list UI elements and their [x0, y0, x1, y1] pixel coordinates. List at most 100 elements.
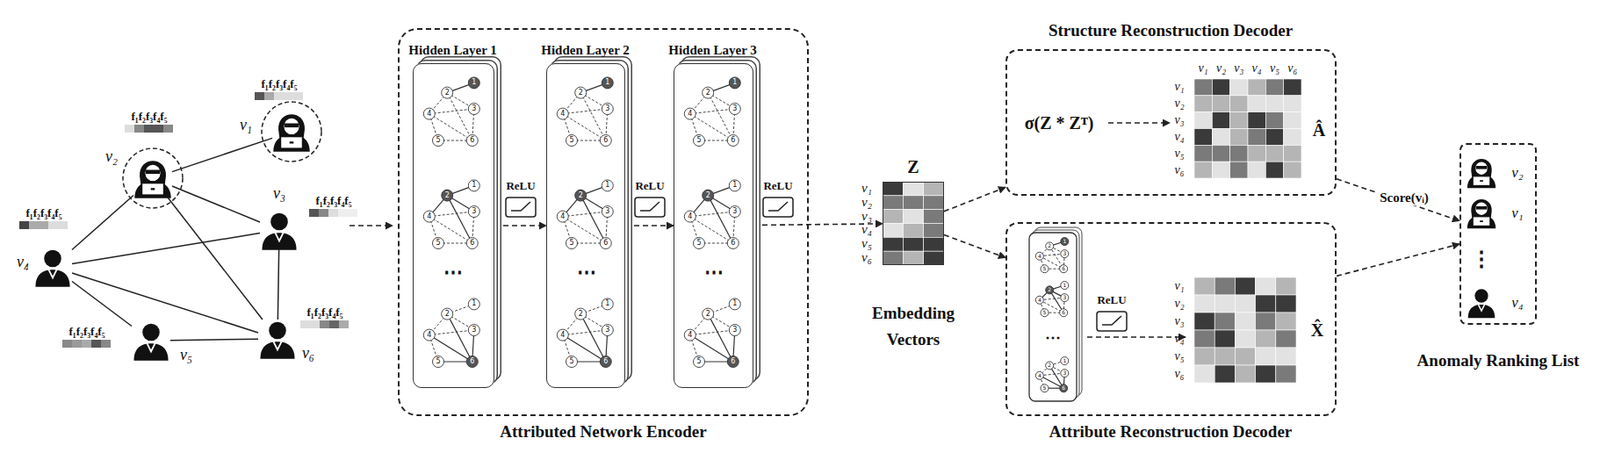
matrix-cell [1230, 112, 1248, 130]
mini-node-number: 1 [471, 181, 476, 190]
node-label: ReLU [1096, 294, 1126, 308]
mini-node-number: 3 [471, 104, 476, 113]
relu-frame [1096, 311, 1127, 332]
mini-edge [707, 195, 734, 244]
user-icon [133, 324, 168, 361]
mini-node [575, 308, 587, 320]
mini-edge [562, 108, 608, 115]
mini-node-number: 3 [605, 207, 610, 216]
face [283, 118, 299, 135]
matrix-cell [902, 237, 923, 252]
mini-node [468, 180, 480, 192]
mini-node-number: 3 [1062, 251, 1067, 258]
mini-node [432, 356, 445, 368]
head [43, 250, 62, 268]
person-node: f₁f₂f₃f₄f₅v₁ [272, 112, 311, 152]
feature-cell [124, 124, 135, 133]
feature-label: f₁f₂f₃f₄f₅ [315, 194, 352, 209]
node-label: v₁ [1511, 204, 1523, 223]
mini-node-number: 5 [569, 357, 574, 366]
relu-curve [1102, 316, 1122, 325]
matrix-cell [1194, 347, 1215, 366]
row-label: v₅ [1174, 146, 1184, 161]
mini-node-number: 5 [1043, 385, 1047, 392]
mini-node-number: 6 [1061, 309, 1066, 317]
laptop-logo [1479, 220, 1484, 223]
mini-node [1059, 309, 1068, 318]
mini-node-number: 1 [605, 300, 610, 309]
mini-node [1060, 237, 1069, 246]
matrix-cell [1194, 129, 1212, 146]
mini-node-number: 6 [603, 238, 608, 247]
feature-cell [309, 209, 319, 217]
matrix-cell [1234, 312, 1255, 331]
mini-edge [580, 314, 606, 362]
mini-node [727, 135, 739, 147]
mini-node-number: 1 [732, 300, 737, 309]
mini-node-number: 1 [605, 181, 610, 190]
mini-node-number: 4 [426, 331, 432, 339]
matrix-cell [1214, 312, 1235, 331]
matrix-cell [882, 181, 903, 196]
node-label: v₅ [180, 345, 193, 365]
row-label: v₂ [1174, 96, 1184, 111]
matrix-cell [1211, 112, 1230, 130]
dashed-arrow [1087, 336, 1186, 339]
formula: σ(Z * Zᵀ) [1024, 113, 1095, 134]
matrix-cell [1214, 365, 1235, 383]
body [35, 269, 70, 288]
matrix-cell [1255, 330, 1276, 348]
feature-cell [328, 209, 339, 217]
anomaly-ring [122, 148, 183, 209]
ranked-node: v₁ [1464, 196, 1499, 231]
row-label: v₁ [861, 180, 873, 196]
matrix-cell [1230, 79, 1248, 96]
mini-edge [690, 330, 736, 336]
relu-box: ReLU [503, 179, 539, 220]
mini-node [441, 308, 454, 320]
mini-node [423, 329, 435, 341]
row-label: v₃ [1174, 113, 1184, 128]
anomalous-user-icon [1467, 199, 1496, 229]
mini-edge [446, 195, 473, 244]
mini-node-number: 2 [706, 309, 711, 318]
mini-node [566, 237, 578, 250]
mini-node [468, 298, 480, 310]
mini-node-number: 4 [426, 212, 432, 221]
edge-label: Score(vᵢ) [1377, 190, 1431, 206]
person-node: f₁f₂f₃f₄f₅v₆ [258, 319, 297, 359]
feature-cell [144, 124, 154, 133]
feature-cell [38, 221, 49, 230]
person-node: f₁f₂f₃f₄f₅v₃ [259, 210, 299, 250]
relu-icon [634, 196, 666, 218]
mini-node-number: 4 [687, 212, 692, 221]
mini-node-number: 5 [696, 136, 701, 145]
feature-cell [347, 209, 358, 217]
mini-node-number: 2 [706, 88, 711, 97]
row-label: v₂ [861, 194, 873, 210]
feature-cell [62, 339, 73, 348]
relu-frame [634, 197, 665, 217]
row-label: v₄ [1174, 331, 1184, 346]
mini-node [556, 329, 569, 341]
column-label: v₆ [1287, 61, 1298, 76]
head [268, 322, 287, 340]
mini-node [1035, 295, 1044, 304]
matrix-cell [1265, 95, 1283, 113]
body [259, 341, 295, 360]
mini-node [1060, 294, 1069, 303]
matrix-cell [1247, 161, 1266, 179]
feature-cell [293, 92, 303, 101]
laptop-logo [151, 187, 156, 190]
mini-node [727, 356, 739, 368]
feature-cell [273, 92, 284, 101]
mini-node [728, 298, 741, 310]
node-label: Anomaly Ranking List [1417, 351, 1580, 371]
feature-cell [153, 124, 164, 133]
dashed-arrow [349, 224, 393, 227]
feature-label: f₁f₂f₃f₄f₅ [130, 110, 167, 124]
mini-node-number: 2 [445, 88, 450, 97]
ellipsis: ⋯ [576, 260, 597, 283]
mini-node-number: 4 [426, 109, 432, 118]
mini-node-number: 2 [1047, 362, 1052, 369]
